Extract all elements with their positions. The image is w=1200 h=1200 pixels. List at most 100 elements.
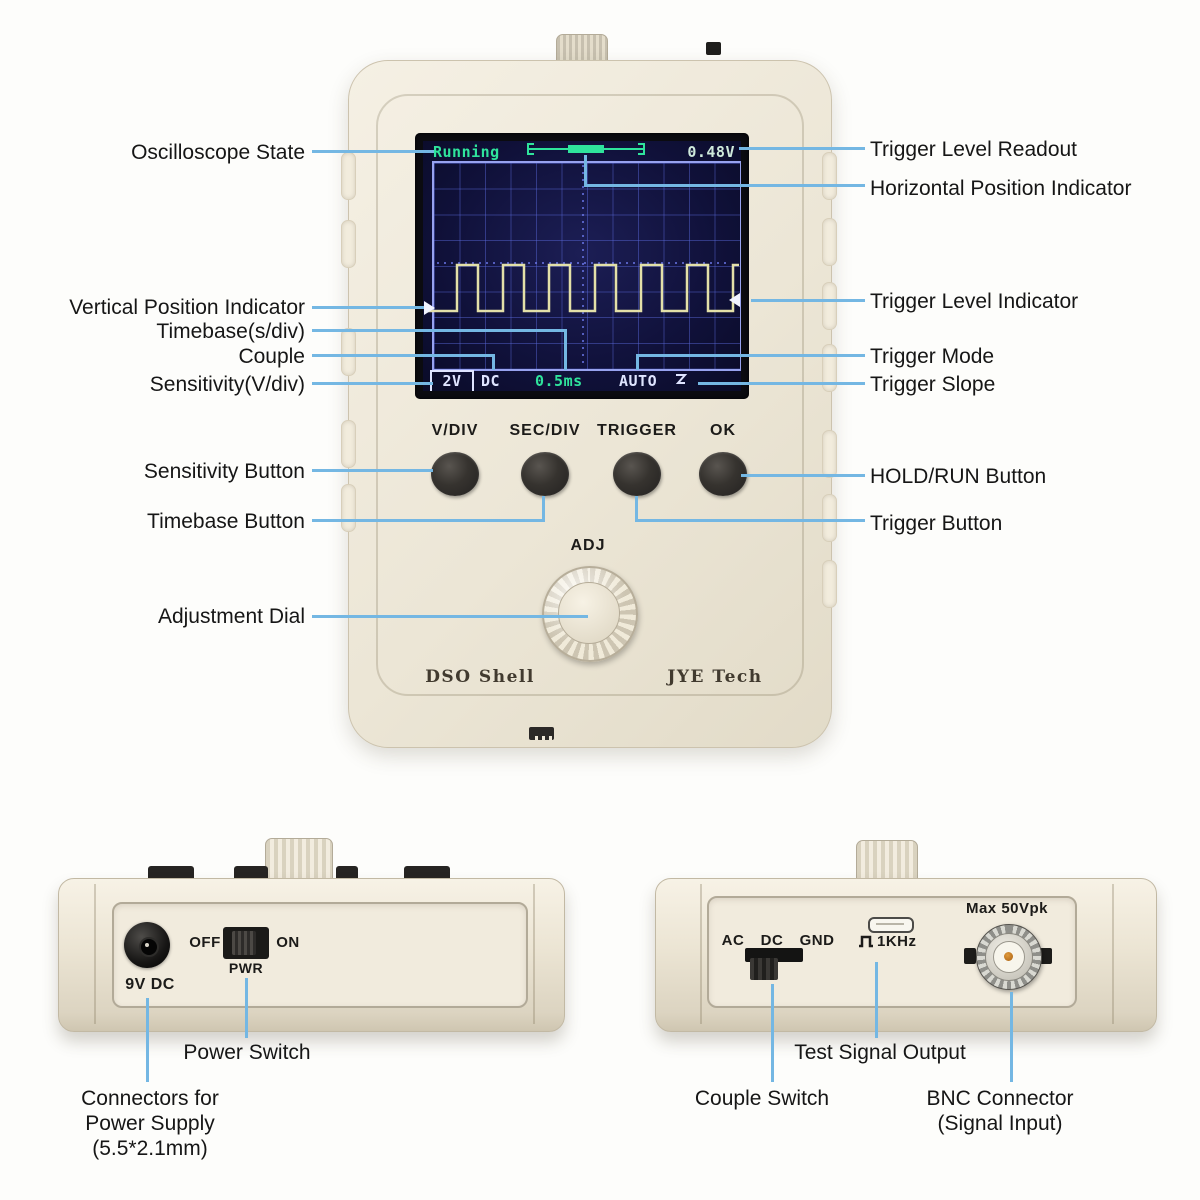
grip-rib <box>822 430 837 478</box>
label-test-signal-output: Test Signal Output <box>794 1041 966 1064</box>
secdiv-button[interactable] <box>521 452 569 496</box>
callout-line-vertical-position <box>312 306 424 309</box>
trigger-level-readout-text: 0.48V <box>687 143 735 161</box>
adjustment-dial[interactable] <box>542 566 638 662</box>
callout-line-oscilloscope-state <box>312 150 434 153</box>
dc-jack-pin <box>145 943 149 947</box>
test-signal-slot <box>868 917 914 933</box>
label-sensitivity-button: Sensitivity Button <box>143 460 305 483</box>
front-panel-ridge <box>376 94 804 696</box>
label-horizontal-position-indicator: Horizontal Position Indicator <box>870 177 1132 200</box>
adjustment-dial-side-view <box>265 838 333 882</box>
label-timebase-button: Timebase Button <box>147 510 305 533</box>
label-bnc-connector-line1: BNC Connector <box>926 1087 1074 1110</box>
vdiv-button[interactable] <box>431 452 479 496</box>
couple-ac-label: AC <box>721 932 745 949</box>
callout-line-trigger-button-v <box>635 496 638 522</box>
pwr-label: PWR <box>228 960 264 976</box>
callout-line-trigger-button-h <box>635 519 865 522</box>
switch-on-label: ON <box>276 934 300 951</box>
case-seam <box>1112 884 1114 1024</box>
jack-voltage-label: 9V DC <box>125 976 175 993</box>
bnc-bayonet-lug <box>1040 948 1052 964</box>
push-button-side-view <box>336 866 358 880</box>
sensitivity-readout: 2V <box>430 370 474 391</box>
label-power-connector-line2: Power Supply <box>85 1112 215 1135</box>
callout-line-sensitivity <box>312 382 433 385</box>
dc-power-jack <box>124 922 170 968</box>
trigger-button[interactable] <box>613 452 661 496</box>
grip-rib <box>822 494 837 542</box>
callout-line-trigger-mode-v <box>636 354 639 370</box>
grip-rib <box>822 152 837 200</box>
grip-rib <box>341 152 356 200</box>
adj-label: ADJ <box>570 537 606 554</box>
callout-line-timebase-button-v <box>542 496 545 522</box>
label-adjustment-dial: Adjustment Dial <box>157 605 305 628</box>
label-power-connector-line3: (5.5*2.1mm) <box>92 1137 208 1160</box>
ok-button[interactable] <box>699 452 747 496</box>
adjustment-dial-side-view <box>856 840 918 882</box>
callout-line-hpos-v <box>584 155 587 187</box>
label-timebase: Timebase(s/div) <box>156 320 305 343</box>
power-side-panel <box>112 902 528 1008</box>
trigger-mode-readout: AUTO <box>619 372 658 390</box>
label-hold-run-button: HOLD/RUN Button <box>870 465 1047 488</box>
label-bnc-connector-line2: (Signal Input) <box>937 1112 1063 1135</box>
grip-rib <box>341 328 356 376</box>
trigger-slope-icon <box>675 374 688 384</box>
callout-line-hpos-h <box>584 184 865 187</box>
bnc-connector <box>976 924 1042 990</box>
callout-line-bnc <box>1010 992 1013 1082</box>
callout-line-couple-v <box>492 354 495 370</box>
scope-state-text: Running <box>433 143 500 161</box>
switch-off-label: OFF <box>189 934 221 951</box>
callout-line-trigger-slope <box>698 382 865 385</box>
callout-line-couple-switch <box>771 984 774 1082</box>
grip-rib <box>341 220 356 268</box>
test-signal-slot-line <box>876 923 904 925</box>
bnc-max-voltage-label: Max 50Vpk <box>965 900 1049 917</box>
bnc-bayonet-lug <box>964 948 976 964</box>
callout-line-timebase-v <box>564 329 567 370</box>
top-right-clip <box>706 42 721 55</box>
callout-line-sensitivity-button <box>312 469 433 472</box>
couple-readout: DC <box>481 372 501 390</box>
callout-line-hold-run-button <box>741 474 865 477</box>
timebase-readout: 0.5ms <box>535 372 583 390</box>
label-trigger-mode: Trigger Mode <box>870 345 995 368</box>
grip-rib <box>822 560 837 608</box>
callout-line-adjustment-dial <box>312 615 588 618</box>
waveform-plot <box>425 165 739 363</box>
ok-button-label: OK <box>710 422 736 439</box>
label-vertical-position-indicator: Vertical Position Indicator <box>69 296 305 319</box>
couple-dc-label: DC <box>760 932 784 949</box>
callout-line-trigger-mode-h <box>636 354 865 357</box>
label-power-connector-line1: Connectors for <box>81 1087 219 1110</box>
grip-rib <box>822 218 837 266</box>
adjustment-dial-cap <box>558 582 620 644</box>
grip-rib <box>341 420 356 468</box>
case-seam <box>94 884 96 1024</box>
vdiv-button-label: V/DIV <box>431 422 479 439</box>
callout-line-couple-h <box>312 354 495 357</box>
push-button-side-view <box>404 866 450 880</box>
bottom-connector-tab <box>529 727 554 740</box>
callout-line-timebase-h <box>312 329 567 332</box>
power-switch[interactable] <box>223 927 269 959</box>
push-button-side-view <box>148 866 194 880</box>
secdiv-button-label: SEC/DIV <box>509 422 581 439</box>
trigger-button-label: TRIGGER <box>597 422 677 439</box>
grip-rib <box>822 282 837 330</box>
bnc-center-pin <box>1004 952 1013 961</box>
push-button-side-view <box>234 866 268 880</box>
case-seam <box>700 884 702 1024</box>
callout-line-power-switch <box>245 978 248 1038</box>
label-power-switch: Power Switch <box>183 1041 311 1064</box>
couple-switch-slider[interactable] <box>750 958 778 980</box>
trigger-level-indicator <box>729 293 740 307</box>
dc-jack-hole <box>139 937 159 957</box>
case-seam <box>533 884 535 1024</box>
callout-line-test-signal <box>875 962 878 1038</box>
